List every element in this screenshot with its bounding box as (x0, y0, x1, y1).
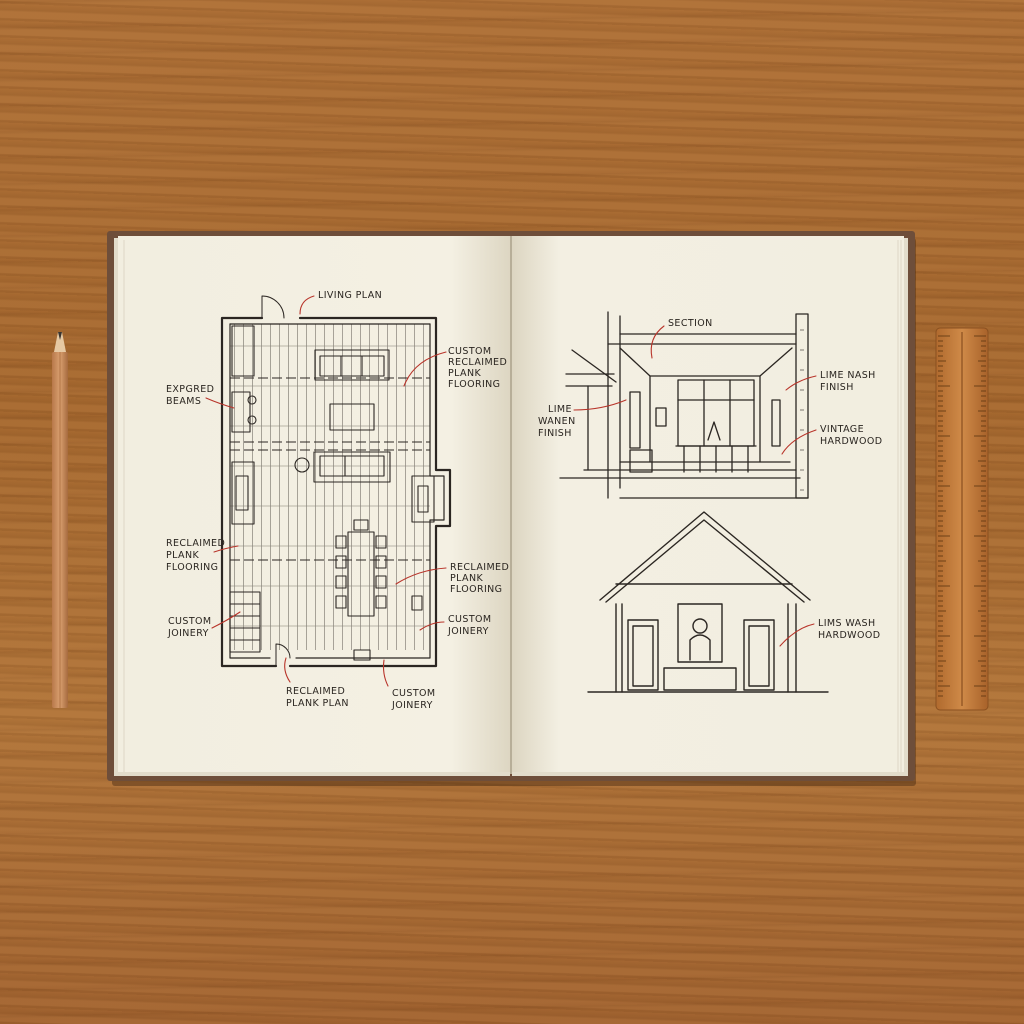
pencil (52, 332, 68, 708)
section-drawing (559, 311, 809, 499)
elevation-drawing (587, 511, 829, 693)
section-title: SECTION (668, 318, 713, 329)
right-page-labels: SECTION LIME WANEN FINISH LIME NASH FINI… (538, 318, 882, 647)
label-custom-joinery-right: CUSTOM JOINERY (447, 614, 495, 637)
floor-plan (220, 295, 452, 668)
plan-title: LIVING PLAN (318, 290, 382, 301)
label-custom-joinery-bottom: CUSTOM JOINERY (391, 688, 439, 711)
left-page-labels: LIVING PLAN EXPGRED BEAMS CUSTOM RECLAIM… (166, 290, 513, 711)
label-reclaimed-right: RECLAIMED PLANK FLOORING (450, 562, 513, 595)
label-custom-reclaimed: CUSTOM RECLAIMED PLANK FLOORING (448, 346, 511, 390)
label-reclaimed-left: RECLAIMED PLANK FLOORING (166, 538, 229, 573)
label-lime-nash: LIME NASH FINISH (820, 370, 879, 393)
label-lims-wash: LIMS WASH HARDWOOD (818, 618, 880, 641)
ruler (935, 327, 989, 711)
label-exposed-beams: EXPGRED BEAMS (166, 384, 218, 407)
label-reclaimed-plank-plan: RECLAIMED PLANK PLAN (286, 686, 349, 709)
right-page (512, 236, 904, 772)
label-vintage-hardwood: VINTAGE HARDWOOD (820, 424, 882, 447)
label-custom-joinery-left: CUSTOM JOINERY (167, 616, 215, 639)
book (107, 231, 916, 786)
label-lime-wanen: LIME WANEN FINISH (538, 404, 579, 439)
